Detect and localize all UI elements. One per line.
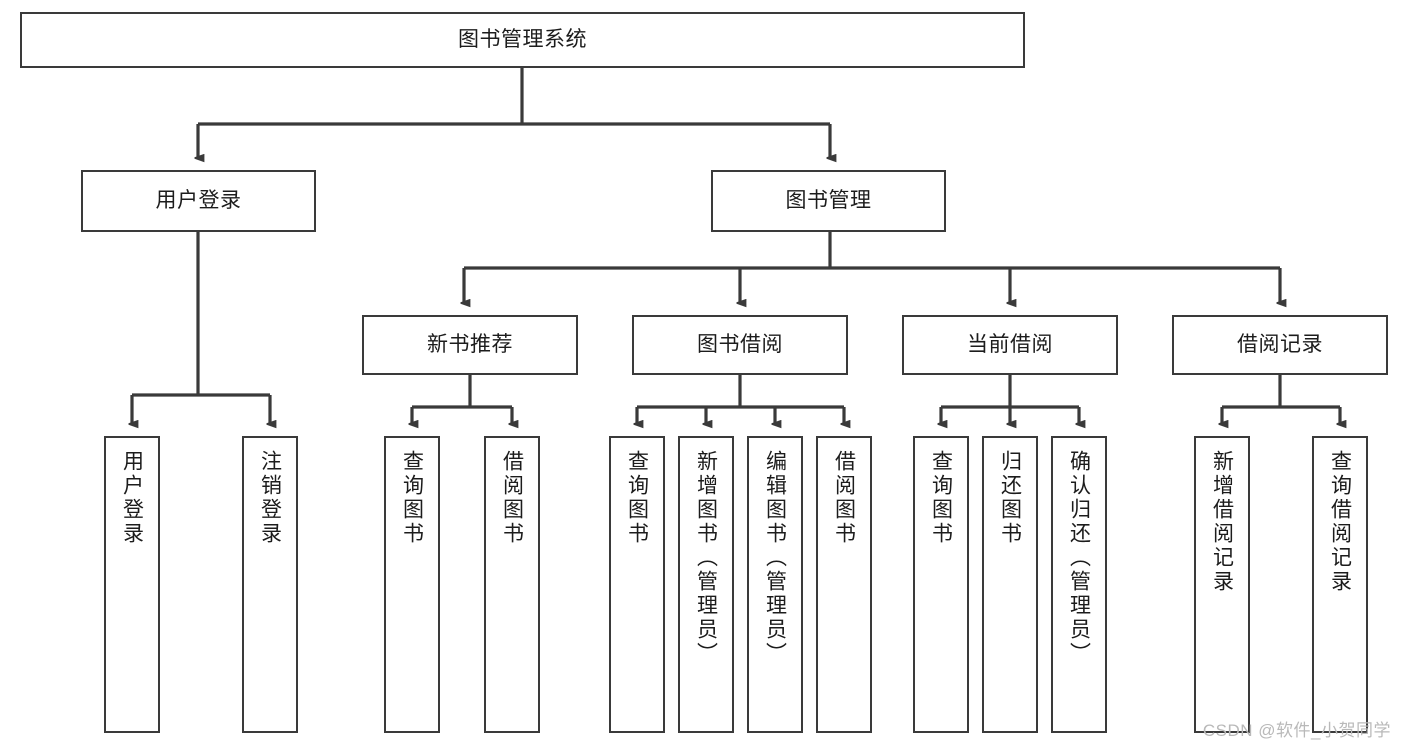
node-label: 注销登录 bbox=[258, 450, 282, 546]
node-label: 图书借阅 bbox=[697, 332, 783, 356]
node-label: 查询图书 bbox=[400, 450, 424, 546]
node-book-management[interactable]: 图书管理 bbox=[711, 170, 946, 232]
node-label: 用户登录 bbox=[120, 450, 144, 546]
node-current-borrow[interactable]: 当前借阅 bbox=[902, 315, 1118, 375]
node-label: 用户登录 bbox=[155, 188, 242, 212]
node-label: 查询借阅记录 bbox=[1328, 450, 1352, 594]
node-label: 确认归还（管理员） bbox=[1067, 450, 1091, 666]
node-label: 新增借阅记录 bbox=[1210, 450, 1234, 594]
node-label: 新书推荐 bbox=[427, 332, 513, 356]
node-label: 查询图书 bbox=[929, 450, 953, 546]
node-borrow-record[interactable]: 借阅记录 bbox=[1172, 315, 1388, 375]
node-label: 当前借阅 bbox=[967, 332, 1053, 356]
node-label: 借阅图书 bbox=[832, 450, 856, 546]
leaf-borrow-book-recommend[interactable]: 借阅图书 bbox=[484, 436, 540, 733]
node-label: 新增图书（管理员） bbox=[694, 450, 718, 666]
leaf-query-borrow-record[interactable]: 查询借阅记录 bbox=[1312, 436, 1368, 733]
node-label: 借阅图书 bbox=[500, 450, 524, 546]
leaf-add-book-admin[interactable]: 新增图书（管理员） bbox=[678, 436, 734, 733]
node-root-book-management-system[interactable]: 图书管理系统 bbox=[20, 12, 1025, 68]
node-book-borrow[interactable]: 图书借阅 bbox=[632, 315, 848, 375]
leaf-confirm-return-admin[interactable]: 确认归还（管理员） bbox=[1051, 436, 1107, 733]
node-label: 查询图书 bbox=[625, 450, 649, 546]
node-label: 编辑图书（管理员） bbox=[763, 450, 787, 666]
leaf-return-book[interactable]: 归还图书 bbox=[982, 436, 1038, 733]
leaf-edit-book-admin[interactable]: 编辑图书（管理员） bbox=[747, 436, 803, 733]
leaf-query-book-current[interactable]: 查询图书 bbox=[913, 436, 969, 733]
node-label: 图书管理系统 bbox=[458, 27, 587, 51]
watermark-text: CSDN @软件_小贺同学 bbox=[1202, 721, 1391, 740]
node-label: 借阅记录 bbox=[1237, 332, 1323, 356]
leaf-borrow-book[interactable]: 借阅图书 bbox=[816, 436, 872, 733]
leaf-query-book-recommend[interactable]: 查询图书 bbox=[384, 436, 440, 733]
leaf-logout[interactable]: 注销登录 bbox=[242, 436, 298, 733]
leaf-user-login[interactable]: 用户登录 bbox=[104, 436, 160, 733]
node-user-login[interactable]: 用户登录 bbox=[81, 170, 316, 232]
leaf-add-borrow-record[interactable]: 新增借阅记录 bbox=[1194, 436, 1250, 733]
node-label: 图书管理 bbox=[785, 188, 872, 212]
leaf-query-book-borrow[interactable]: 查询图书 bbox=[609, 436, 665, 733]
node-label: 归还图书 bbox=[998, 450, 1022, 546]
node-new-book-recommend[interactable]: 新书推荐 bbox=[362, 315, 578, 375]
